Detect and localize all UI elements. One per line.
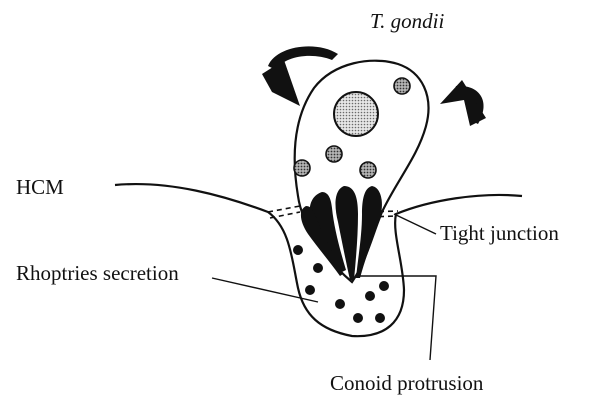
tight-junction-label: Tight junction bbox=[440, 221, 559, 245]
leader-tight-junction bbox=[394, 214, 436, 234]
organism-label: T. gondii bbox=[370, 9, 444, 33]
dense-granule bbox=[394, 78, 410, 94]
nucleus bbox=[334, 92, 378, 136]
dense-granule bbox=[294, 160, 310, 176]
conoid-protrusion-label: Conoid protrusion bbox=[330, 371, 484, 395]
leader-rhoptries bbox=[212, 278, 318, 302]
rotation-arrow-left-head bbox=[262, 60, 300, 106]
dense-granule bbox=[360, 162, 376, 178]
rhoptries-secretion-label: Rhoptries secretion bbox=[16, 261, 179, 285]
hcm-label: HCM bbox=[16, 175, 64, 199]
dense-granule bbox=[326, 146, 342, 162]
